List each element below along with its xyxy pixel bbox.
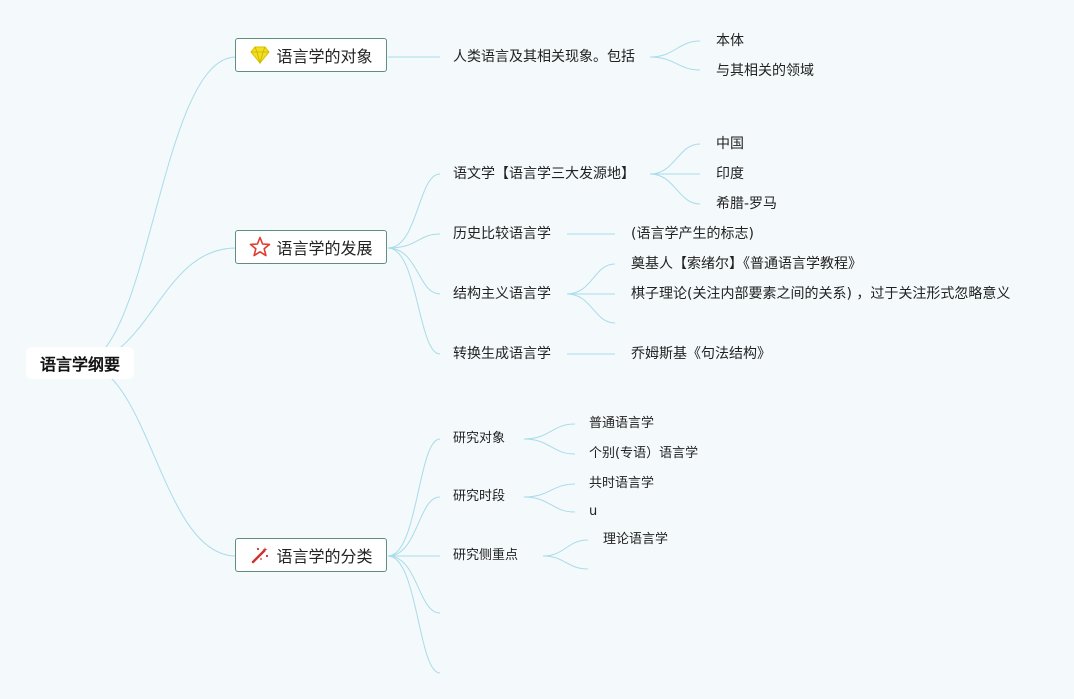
leaf-saussure[interactable]: 奠基人【索绪尔】《普通语言学教程》 [631,256,862,272]
subtopic-generative[interactable]: 转换生成语言学 [453,346,551,362]
subtopic-philology[interactable]: 语文学【语言学三大发源地】 [453,166,635,182]
leaf-chess-theory[interactable]: 棋子理论(关注内部要素之间的关系) ，过于关注形式忽略意义 [631,286,1011,302]
subtopic-research-period[interactable]: 研究时段 [453,489,506,504]
subtopic-research-object[interactable]: 研究对象 [453,431,506,446]
leaf-greece-rome[interactable]: 希腊-罗马 [716,196,778,212]
leaf-china[interactable]: 中国 [716,136,744,152]
root-topic[interactable]: 语言学纲要 [26,347,134,379]
topic-label: 语言学的对象 [276,47,373,66]
leaf-chomsky[interactable]: 乔姆斯基《句法结构》 [631,346,771,362]
subtopic-historical-comparative[interactable]: 历史比较语言学 [453,226,551,242]
subtopic-structuralism[interactable]: 结构主义语言学 [453,286,551,302]
leaf-general-linguistics[interactable]: 普通语言学 [589,416,655,431]
topic-label: 语言学的发展 [276,239,373,258]
topic-label: 语言学的分类 [276,547,373,566]
leaf-u[interactable]: u [589,504,598,519]
leaf-ontology[interactable]: 本体 [716,33,744,49]
subtopic-research-focus[interactable]: 研究侧重点 [453,548,519,563]
subtopic-human-language[interactable]: 人类语言及其相关现象。包括 [453,49,635,65]
topic-language-classification[interactable]: 语言学的分类 [235,538,387,572]
leaf-india[interactable]: 印度 [716,166,744,182]
leaf-theoretical[interactable]: 理论语言学 [603,532,669,547]
topic-language-development[interactable]: 语言学的发展 [235,230,387,264]
star-icon [249,236,271,258]
magic-wand-icon [249,544,271,566]
topic-language-object[interactable]: 语言学的对象 [235,38,387,72]
leaf-specific-linguistics[interactable]: 个别(专语）语言学 [589,446,699,461]
leaf-synchronic[interactable]: 共时语言学 [589,476,655,491]
leaf-birth-mark[interactable]: (语言学产生的标志) [631,226,754,242]
leaf-related-fields[interactable]: 与其相关的领域 [716,63,814,79]
diamond-icon [249,44,271,66]
